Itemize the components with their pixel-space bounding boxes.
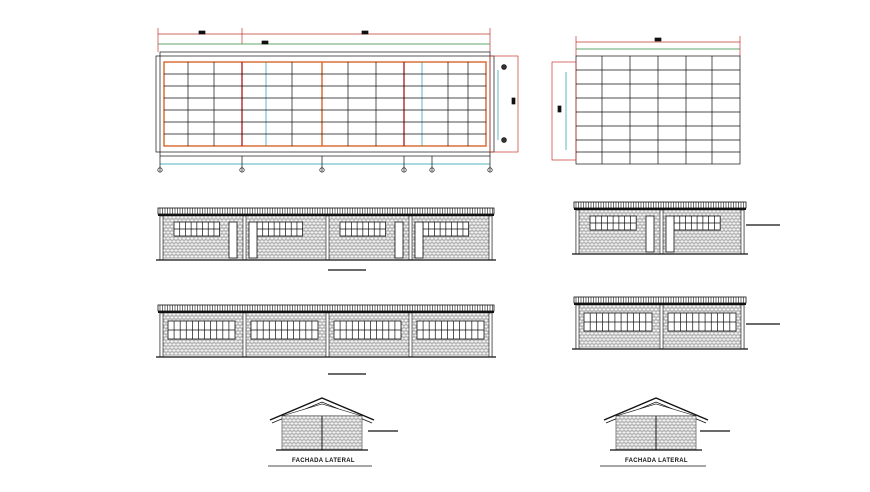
floor-plan-small — [551, 36, 741, 165]
window — [673, 215, 721, 231]
side-facade-left — [269, 397, 375, 451]
window — [167, 320, 236, 340]
column — [159, 215, 164, 261]
roof-eave — [157, 207, 495, 216]
column — [575, 209, 580, 255]
window — [416, 320, 485, 340]
door — [228, 221, 238, 259]
door — [248, 221, 258, 259]
column — [325, 312, 330, 358]
window — [256, 221, 304, 237]
column — [740, 209, 745, 255]
column — [408, 215, 413, 261]
small-front-elevation-doors — [572, 201, 748, 255]
caption-fachada-lateral-right: FACHADA LATERAL — [625, 458, 688, 464]
column — [408, 312, 413, 358]
caption-fachada-lateral-left: FACHADA LATERAL — [292, 458, 355, 464]
side-facade-right — [603, 397, 709, 451]
column — [575, 304, 580, 350]
roof-eave — [573, 296, 747, 305]
door — [665, 215, 675, 253]
small-rear-elevation-windows — [572, 296, 748, 350]
column — [488, 312, 493, 358]
rear-elevation-windows — [156, 304, 496, 358]
roof-eave — [573, 201, 747, 210]
door — [394, 221, 404, 259]
window — [339, 221, 387, 237]
window — [583, 312, 653, 332]
column — [242, 312, 247, 358]
door — [645, 215, 655, 253]
door — [414, 221, 424, 259]
column — [740, 304, 745, 350]
window — [250, 320, 319, 340]
window — [667, 312, 737, 332]
column — [325, 215, 330, 261]
column — [659, 304, 664, 350]
window — [173, 221, 221, 237]
window — [422, 221, 470, 237]
column — [242, 215, 247, 261]
window — [589, 215, 637, 231]
column — [659, 209, 664, 255]
column — [159, 312, 164, 358]
roof-eave — [157, 304, 495, 313]
window — [333, 320, 402, 340]
column — [488, 215, 493, 261]
floor-plan-large — [155, 28, 519, 173]
front-elevation-doors — [156, 207, 496, 261]
